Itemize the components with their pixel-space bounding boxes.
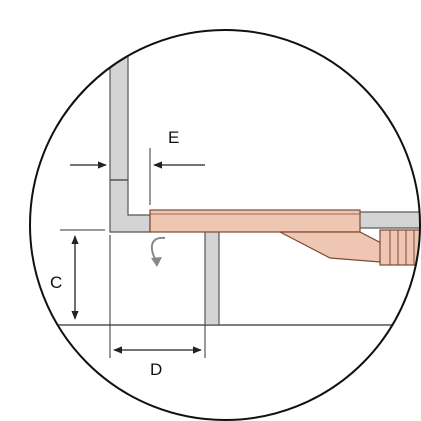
side-panel-corner (109, 179, 151, 233)
curved-arrow-icon (150, 236, 166, 267)
dimension-label-c: C (50, 273, 62, 292)
dimension-label-e: E (168, 128, 179, 147)
support-post (204, 229, 220, 326)
dimension-label-d: D (150, 360, 162, 379)
detail-circle (29, 29, 421, 421)
wood-shelf (149, 209, 361, 233)
wood-bracket (279, 231, 386, 263)
hinge-block (379, 229, 420, 266)
tray-rail (354, 211, 420, 229)
side-panel (109, 30, 129, 181)
detail-content (30, 30, 420, 358)
